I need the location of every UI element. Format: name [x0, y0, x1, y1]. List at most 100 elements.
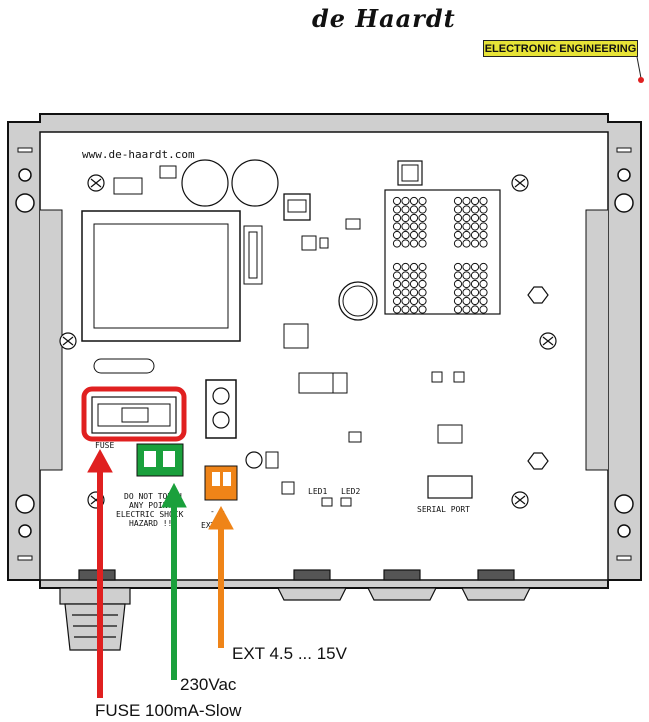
led-matrix-dot — [401, 262, 410, 272]
warning-line-2: ANY POINTS — [129, 501, 177, 510]
led1 — [321, 497, 333, 507]
led1-label: LED1 — [308, 487, 327, 496]
led-matrix-dot — [470, 205, 480, 214]
logo-decoration — [636, 56, 644, 83]
led-matrix-dot — [392, 288, 402, 297]
led-matrix-dot — [462, 196, 471, 206]
mounting-hole-icon — [614, 494, 634, 561]
led-matrix-dot — [462, 279, 471, 289]
led-matrix-dot — [401, 296, 410, 306]
led-matrix-dot — [392, 196, 402, 206]
led-matrix-dot — [470, 262, 480, 272]
company-logo-script: de Haardt — [312, 4, 456, 33]
led-matrix-dot — [479, 262, 488, 272]
led-matrix-dot — [479, 196, 488, 206]
led-matrix-dot — [470, 239, 480, 248]
led-matrix-dot — [453, 230, 463, 240]
led-matrix-dot — [462, 205, 471, 214]
board-url: www.de-haardt.com — [82, 148, 195, 161]
led-matrix-dot — [462, 239, 471, 248]
led-matrix-dot — [462, 230, 471, 240]
led-matrix-dot — [392, 262, 402, 272]
led-matrix-dot — [418, 196, 427, 206]
led-matrix-dot — [453, 279, 463, 289]
fuse-arrow — [87, 448, 113, 698]
led-matrix-dot — [401, 222, 410, 231]
led-matrix-dot — [409, 271, 419, 280]
led-matrix-dot — [470, 222, 480, 231]
ext-arrow — [208, 505, 234, 648]
led-matrix-dot — [418, 262, 427, 272]
led-matrix-dot — [409, 230, 419, 240]
led-matrix-dot — [392, 296, 402, 306]
led-matrix-dot — [401, 279, 410, 289]
company-logo-bar: ELECTRONIC ENGINEERING — [483, 40, 638, 57]
screw-icon — [539, 332, 557, 350]
led-matrix-dot — [479, 271, 488, 280]
led-matrix-dot — [453, 239, 463, 248]
led-matrix-dot — [479, 279, 488, 289]
led-matrix-dot — [409, 196, 419, 206]
ext-callout: EXT 4.5 ... 15V — [232, 644, 347, 663]
led-matrix-dot — [470, 296, 480, 306]
led-matrix-dot — [479, 213, 488, 223]
warning-line-4: HAZARD !!! — [129, 519, 177, 528]
led-matrix-dot — [409, 279, 419, 289]
led-matrix-dot — [418, 230, 427, 240]
led-matrix-dot — [392, 271, 402, 280]
led-matrix-dot — [479, 305, 488, 314]
capacitor — [181, 159, 229, 207]
ic-chip — [283, 323, 309, 349]
led-matrix-dot — [418, 288, 427, 297]
led-matrix-dot — [470, 230, 480, 240]
polarity-label: - + — [210, 507, 225, 516]
cable-gland — [461, 569, 531, 601]
cable-gland — [367, 569, 437, 601]
led-matrix-dot — [401, 196, 410, 206]
led-matrix-dot — [479, 296, 488, 306]
led-matrix-dot — [392, 239, 402, 248]
led-matrix-dot — [401, 230, 410, 240]
hex-standoff — [527, 286, 549, 304]
led-matrix-dot — [479, 222, 488, 231]
fuse-callout: FUSE 100mA-Slow — [95, 701, 242, 720]
led-matrix-dot — [479, 230, 488, 240]
led-matrix-dot — [462, 262, 471, 272]
led-matrix-dot — [418, 222, 427, 231]
led-matrix-dot — [479, 205, 488, 214]
led-matrix-dot — [401, 288, 410, 297]
screw-icon — [511, 491, 529, 509]
hex-standoff — [527, 452, 549, 470]
led-matrix-dot — [453, 271, 463, 280]
led-matrix-dot — [453, 296, 463, 306]
led-matrix-dot — [453, 205, 463, 214]
led-matrix-dot — [392, 222, 402, 231]
led-matrix-dot — [418, 296, 427, 306]
led-matrix-dot — [409, 305, 419, 314]
led-matrix-dot — [462, 213, 471, 223]
led-matrix-dot — [470, 196, 480, 206]
led-matrix-dot — [409, 239, 419, 248]
led-matrix-dot — [470, 305, 480, 314]
led-matrix-dot — [470, 213, 480, 223]
led-matrix-dot — [392, 305, 402, 314]
mounting-hole-icon — [15, 494, 35, 561]
led-matrix-dot — [462, 305, 471, 314]
led-matrix-dot — [418, 279, 427, 289]
led-matrix-dot — [453, 196, 463, 206]
led-matrix-dot — [470, 271, 480, 280]
led-matrix-dot — [392, 230, 402, 240]
screw-icon — [59, 332, 77, 350]
led-matrix-dot — [401, 213, 410, 223]
led2-label: LED2 — [341, 487, 360, 496]
led-matrix-dot — [401, 239, 410, 248]
led-matrix-dot — [462, 222, 471, 231]
led-matrix-dot — [409, 222, 419, 231]
led-matrix-dot — [418, 205, 427, 214]
led-matrix-dot — [462, 296, 471, 306]
led-matrix-dot — [453, 288, 463, 297]
led-matrix-dot — [479, 288, 488, 297]
led-matrix-frame — [384, 189, 501, 315]
led-matrix-dot — [392, 279, 402, 289]
